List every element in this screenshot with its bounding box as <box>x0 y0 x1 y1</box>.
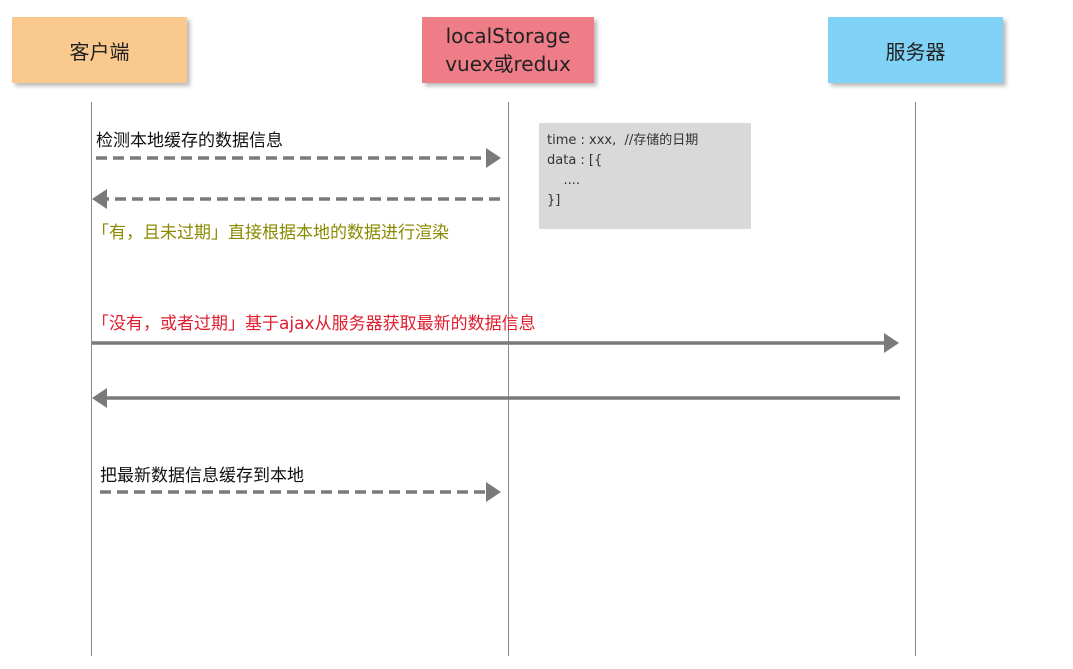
server-response-arrow <box>92 388 900 408</box>
storage-format-note: time : xxx, //存储的日期 data : [{ .... }] <box>539 123 751 229</box>
check-cache-arrow <box>96 148 501 168</box>
fresh-render-label: 「有，且未过期」直接根据本地的数据进行渲染 <box>92 223 449 243</box>
cache-latest-label: 把最新数据信息缓存到本地 <box>100 466 304 486</box>
fresh-return-arrow <box>92 189 500 209</box>
note-line-time: time : xxx, //存储的日期 <box>547 133 699 148</box>
client-actor-label: 客户端 <box>69 39 130 64</box>
client-lifeline <box>91 102 92 656</box>
storage-actor-label-line1: localStorage <box>445 24 571 48</box>
note-line-close: }] <box>547 193 561 208</box>
check-cache-label: 检测本地缓存的数据信息 <box>96 131 283 151</box>
note-line-data: data : [{ <box>547 153 603 168</box>
storage-actor-label-line2: vuex或redux <box>445 52 571 76</box>
storage-lifeline <box>508 102 509 656</box>
expired-fetch-label: 「没有，或者过期」基于ajax从服务器获取最新的数据信息 <box>92 314 536 334</box>
storage-actor: localStorage vuex或redux <box>422 17 594 83</box>
ajax-request-arrow <box>92 333 899 353</box>
client-actor: 客户端 <box>12 17 187 83</box>
server-lifeline <box>915 102 916 656</box>
note-line-ellipsis: .... <box>547 173 581 188</box>
server-actor-label: 服务器 <box>885 39 946 64</box>
cache-latest-arrow <box>100 482 501 502</box>
server-actor: 服务器 <box>828 17 1003 83</box>
